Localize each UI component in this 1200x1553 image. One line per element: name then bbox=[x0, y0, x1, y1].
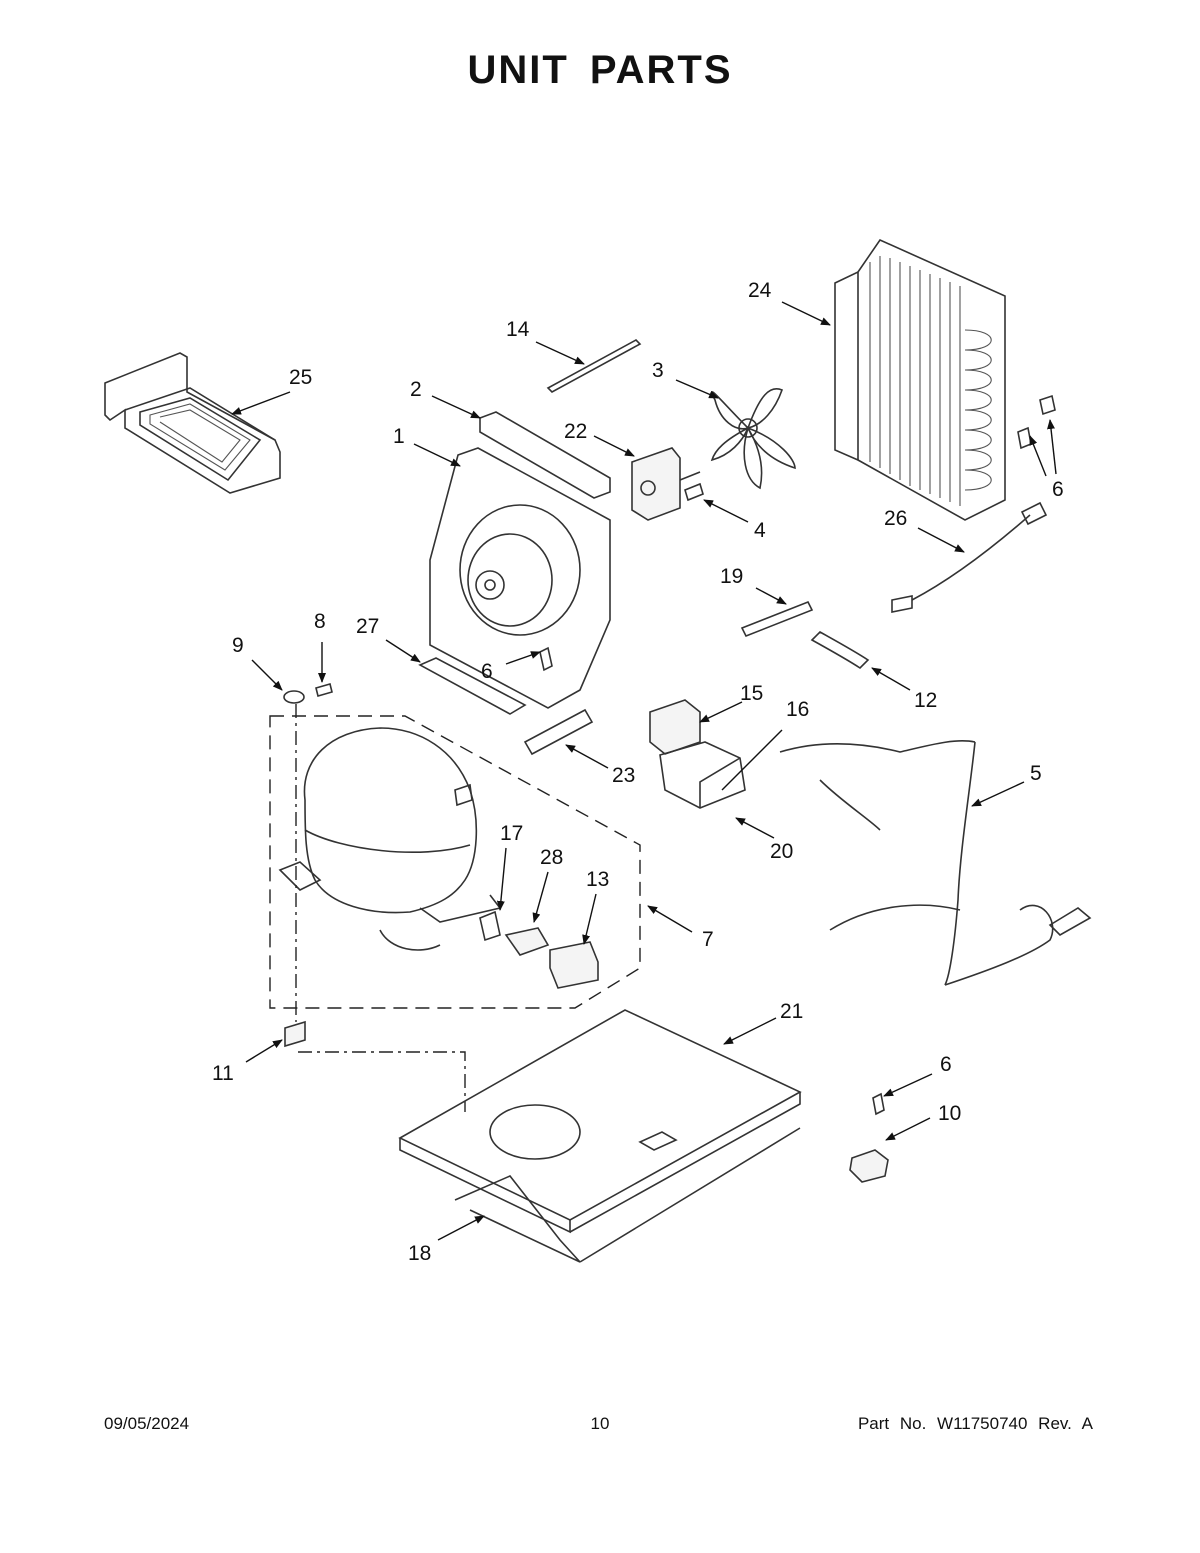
valve-bracket bbox=[659, 741, 746, 809]
footer-page-number: 10 bbox=[590, 1414, 610, 1433]
base-plate bbox=[398, 1009, 802, 1234]
callout-7: 7 bbox=[702, 928, 714, 951]
overload-clip bbox=[479, 910, 501, 942]
callout-22: 22 bbox=[564, 420, 587, 443]
fan-shroud bbox=[429, 447, 611, 709]
screw-2 bbox=[539, 646, 553, 672]
drain-tube bbox=[810, 631, 870, 670]
screw bbox=[872, 1092, 885, 1116]
callout-13: 13 bbox=[586, 868, 609, 891]
callout-12: 12 bbox=[914, 689, 937, 712]
callout-14: 14 bbox=[506, 318, 530, 341]
footer-part-number: Part No. W11750740 Rev. A bbox=[857, 1414, 1093, 1433]
callout-11: 11 bbox=[212, 1062, 234, 1085]
solenoid-coil bbox=[649, 699, 701, 755]
clip bbox=[315, 683, 333, 697]
base-pad bbox=[454, 1175, 581, 1263]
compressor-group-outline bbox=[269, 715, 641, 1009]
callout-16: 16 bbox=[786, 698, 809, 721]
callout-18: 18 bbox=[408, 1242, 431, 1265]
callout-labels: 24 25 14 3 2 22 1 4 6 26 19 12 9 8 27 6 … bbox=[212, 279, 1064, 1265]
fan-motor bbox=[631, 447, 701, 521]
callout-8: 8 bbox=[314, 610, 326, 633]
start-relay bbox=[504, 927, 550, 956]
condenser-coil bbox=[834, 238, 1006, 521]
seal-strip bbox=[479, 411, 611, 499]
drain-pan bbox=[104, 352, 281, 494]
clamp bbox=[849, 1149, 889, 1183]
callout-3: 3 bbox=[652, 359, 664, 382]
callout-6-top: 6 bbox=[1052, 478, 1064, 501]
callout-10: 10 bbox=[938, 1102, 961, 1125]
screw-4 bbox=[1017, 426, 1032, 450]
compressor bbox=[278, 727, 502, 951]
callout-9: 9 bbox=[232, 634, 244, 657]
callout-5: 5 bbox=[1030, 762, 1042, 785]
fan-blade bbox=[710, 388, 796, 490]
callout-25: 25 bbox=[289, 366, 312, 389]
callout-24: 24 bbox=[748, 279, 772, 302]
overload bbox=[549, 941, 599, 989]
callout-23: 23 bbox=[612, 764, 635, 787]
power-harness bbox=[891, 501, 1048, 613]
filter-drier bbox=[523, 708, 594, 756]
callout-17: 17 bbox=[500, 822, 523, 845]
callout-6-mid: 6 bbox=[481, 660, 493, 683]
callout-1: 1 bbox=[393, 425, 405, 448]
callout-26: 26 bbox=[884, 507, 907, 530]
callout-6-low: 6 bbox=[940, 1053, 952, 1076]
footer-date: 09/05/2024 bbox=[104, 1414, 190, 1433]
callout-2: 2 bbox=[410, 378, 422, 401]
page-title: UNIT PARTS bbox=[467, 48, 733, 92]
callout-19: 19 bbox=[720, 565, 743, 588]
wiring-harness bbox=[779, 740, 1092, 986]
callout-20: 20 bbox=[770, 840, 793, 863]
shroud-gasket bbox=[418, 657, 527, 715]
assembly-line-grommet-2 bbox=[298, 1051, 466, 1112]
callout-21: 21 bbox=[780, 1000, 803, 1023]
callout-27: 27 bbox=[356, 615, 379, 638]
grommet bbox=[284, 1020, 306, 1048]
base-pad-edge bbox=[579, 1127, 801, 1263]
wire-tie bbox=[546, 339, 642, 393]
callout-15: 15 bbox=[740, 682, 763, 705]
leader-lines bbox=[231, 301, 1057, 1241]
wire-harness-tape bbox=[740, 600, 814, 638]
callout-28: 28 bbox=[540, 846, 563, 869]
callout-4: 4 bbox=[754, 519, 766, 542]
screw-3 bbox=[1039, 394, 1056, 416]
screw-5 bbox=[684, 482, 704, 502]
washer bbox=[283, 690, 305, 704]
